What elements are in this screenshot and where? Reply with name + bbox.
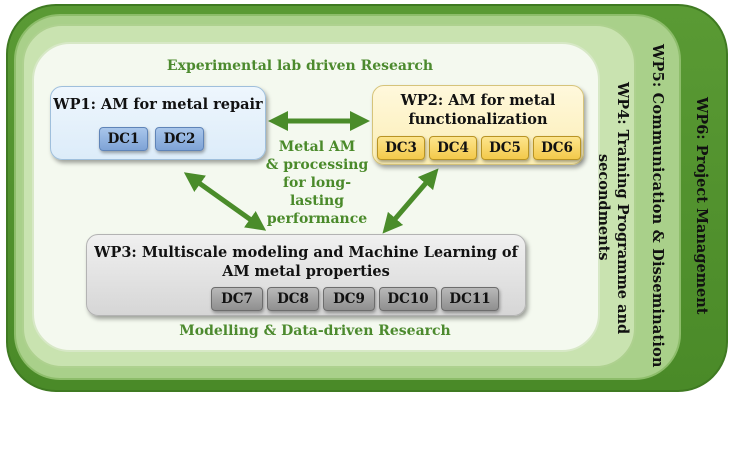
wp1-title: WP1: AM for metal repair [53,96,263,113]
wp4-label-line1: WP4: Training Programme and [614,82,631,335]
wp2-title-line1: WP2: AM for metal [400,92,556,109]
wp4-label-line2: secondments [595,153,612,261]
wp3-title: WP3: Multiscale modeling and Machine Lea… [87,243,525,281]
wp2-title-line2: functionalization [408,111,548,128]
wp3-box: WP3: Multiscale modeling and Machine Lea… [86,234,526,316]
dc10-chip: DC10 [379,287,437,311]
center-theme-line3: for long-lasting [282,175,352,209]
arrow-wp1-wp3 [183,172,267,231]
center-theme-line1: Metal AM [278,139,356,155]
wp2-box: WP2: AM for metal functionalization DC3 … [372,85,584,165]
wp3-title-line1: WP3: Multiscale modeling and Machine Lea… [94,244,518,261]
dc8-chip: DC8 [267,287,319,311]
dc1-chip: DC1 [99,127,148,151]
wp2-title: WP2: AM for metal functionalization [373,91,583,129]
center-theme-line2: & processing [265,157,369,173]
wp5-label: WP5: Communication & Dissemination [649,44,666,368]
center-theme-label: Metal AM & processing for long-lasting p… [262,138,372,228]
dc9-chip: DC9 [323,287,375,311]
dc5-chip: DC5 [481,136,529,160]
dc3-chip: DC3 [377,136,425,160]
dc2-chip: DC2 [155,127,204,151]
wp6-label: WP6: Project Management [693,97,710,315]
center-theme-line4: performance [266,211,368,227]
dc7-chip: DC7 [211,287,263,311]
dc11-chip: DC11 [441,287,499,311]
wp3-title-line2: AM metal properties [222,263,390,280]
dc4-chip: DC4 [429,136,477,160]
modelling-research-label: Modelling & Data-driven Research [179,323,451,339]
dc6-chip: DC6 [533,136,581,160]
experimental-research-label: Experimental lab driven Research [166,58,434,74]
arrow-wp2-wp3 [382,168,439,234]
wp1-box: WP1: AM for metal repair DC1 DC2 [50,86,266,160]
